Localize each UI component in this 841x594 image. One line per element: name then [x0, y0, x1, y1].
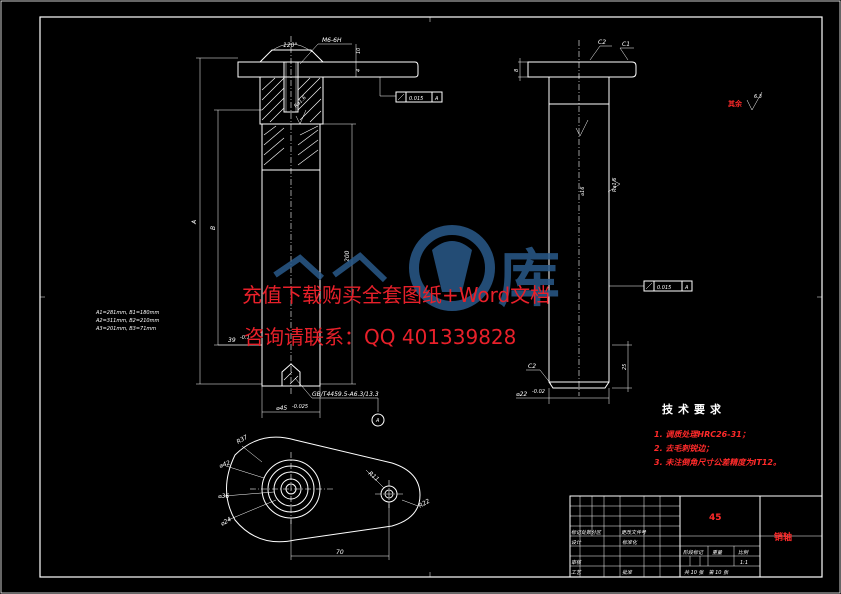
title-part-name: 销轴	[774, 531, 792, 543]
dim-d24: ⌀24	[220, 516, 233, 528]
title-label-row3: 工艺	[571, 569, 582, 576]
title-label-row1b: 更改文件号	[621, 529, 647, 536]
dim-side-dia16: ⌀16	[580, 187, 586, 196]
dim-4: 4	[356, 69, 362, 72]
chamfer-c1: C1	[622, 41, 630, 48]
title-std: 标准化	[622, 539, 638, 546]
border-ticks	[40, 17, 822, 577]
dim-r11: R11	[367, 470, 381, 483]
dim-a: A	[191, 220, 198, 225]
size-row-1: A1=281mm, B1=180mm	[95, 310, 159, 316]
dim-8: 8	[514, 69, 520, 72]
size-row-2: A2=311mm, B2=210mm	[95, 318, 159, 324]
dim-angle: 120°	[283, 42, 297, 49]
hatch-head	[261, 77, 322, 166]
chamfer-c2-bottom: C2	[528, 363, 536, 370]
tech-requirement-2: 2. 去毛刺锐边；	[654, 444, 713, 453]
title-weight: 重量	[712, 549, 723, 556]
dim-r37: R37	[236, 434, 250, 446]
roughness-note	[746, 91, 763, 111]
dim-25: 25	[622, 364, 628, 370]
size-row-3: A3=201mm, B3=71mm	[95, 326, 156, 332]
tolerance-value: 0.015	[409, 96, 423, 102]
title-sheet-info: 共 10 张 第 10 张	[684, 569, 729, 576]
dim-side-dia: ⌀22	[516, 391, 527, 398]
title-designer: 设计	[571, 539, 582, 546]
runout-value: 0.015	[657, 285, 671, 291]
title-scale-label: 比例	[738, 549, 749, 556]
runout-frame	[643, 280, 693, 292]
dim-200: 200	[344, 250, 351, 262]
dim-dia45-tol: -0.025	[292, 404, 308, 410]
rough-side: Ra1.6	[612, 178, 618, 193]
side-view	[516, 40, 693, 404]
tolerance-ref: A	[434, 96, 439, 102]
watermark-logo: 库	[273, 225, 560, 315]
title-label-row2: 审核	[571, 559, 582, 566]
dim-70: 70	[336, 549, 344, 556]
roughness-note-value: 6.3	[754, 94, 762, 100]
title-block	[569, 495, 823, 578]
ref-circle-a	[371, 413, 385, 427]
dim-bottom-std: GB/T4459.5-A6.3/13.3	[312, 391, 379, 398]
dim-10: 10	[356, 48, 362, 54]
dim-side-dia-tol: -0.02	[532, 389, 545, 395]
chamfer-c2-top: C2	[598, 39, 606, 46]
top-view	[223, 436, 421, 560]
title-stage: 阶段标记	[683, 549, 704, 556]
title-approve: 批准	[622, 569, 633, 576]
logo-text: 库	[498, 242, 560, 315]
runout-ref: A	[684, 285, 689, 291]
dim-dia45: ⌀45	[276, 405, 287, 412]
ref-tag-a: A	[375, 418, 380, 424]
dim-39: 39	[228, 337, 236, 344]
dim-39-tol: -0.1	[240, 335, 250, 341]
dim-thread: M6-6H	[322, 37, 342, 44]
dim-d42: ⌀42	[218, 459, 231, 469]
front-view	[196, 36, 443, 427]
title-material: 45	[709, 513, 722, 523]
title-scale-value: 1:1	[740, 560, 748, 566]
tolerance-frame	[395, 91, 443, 103]
watermark-line-1: 充值下载购买全套图纸+Word文档	[242, 283, 550, 307]
watermark-line-2: 咨询请联系：QQ 401339828	[244, 325, 516, 349]
dim-b: B	[210, 226, 217, 230]
roughness-note-label: 其余	[728, 99, 743, 108]
title-label-row1: 标记处数分区	[571, 529, 602, 536]
tech-requirements-title: 技术要求	[662, 402, 726, 416]
tech-requirement-3: 3. 未注倒角尺寸公差精度为IT12。	[654, 458, 781, 467]
tech-requirement-1: 1. 调质处理HRC26-31；	[654, 430, 750, 439]
dim-d36: ⌀36	[218, 493, 229, 500]
renrenwenku-logo-icon	[273, 225, 495, 311]
